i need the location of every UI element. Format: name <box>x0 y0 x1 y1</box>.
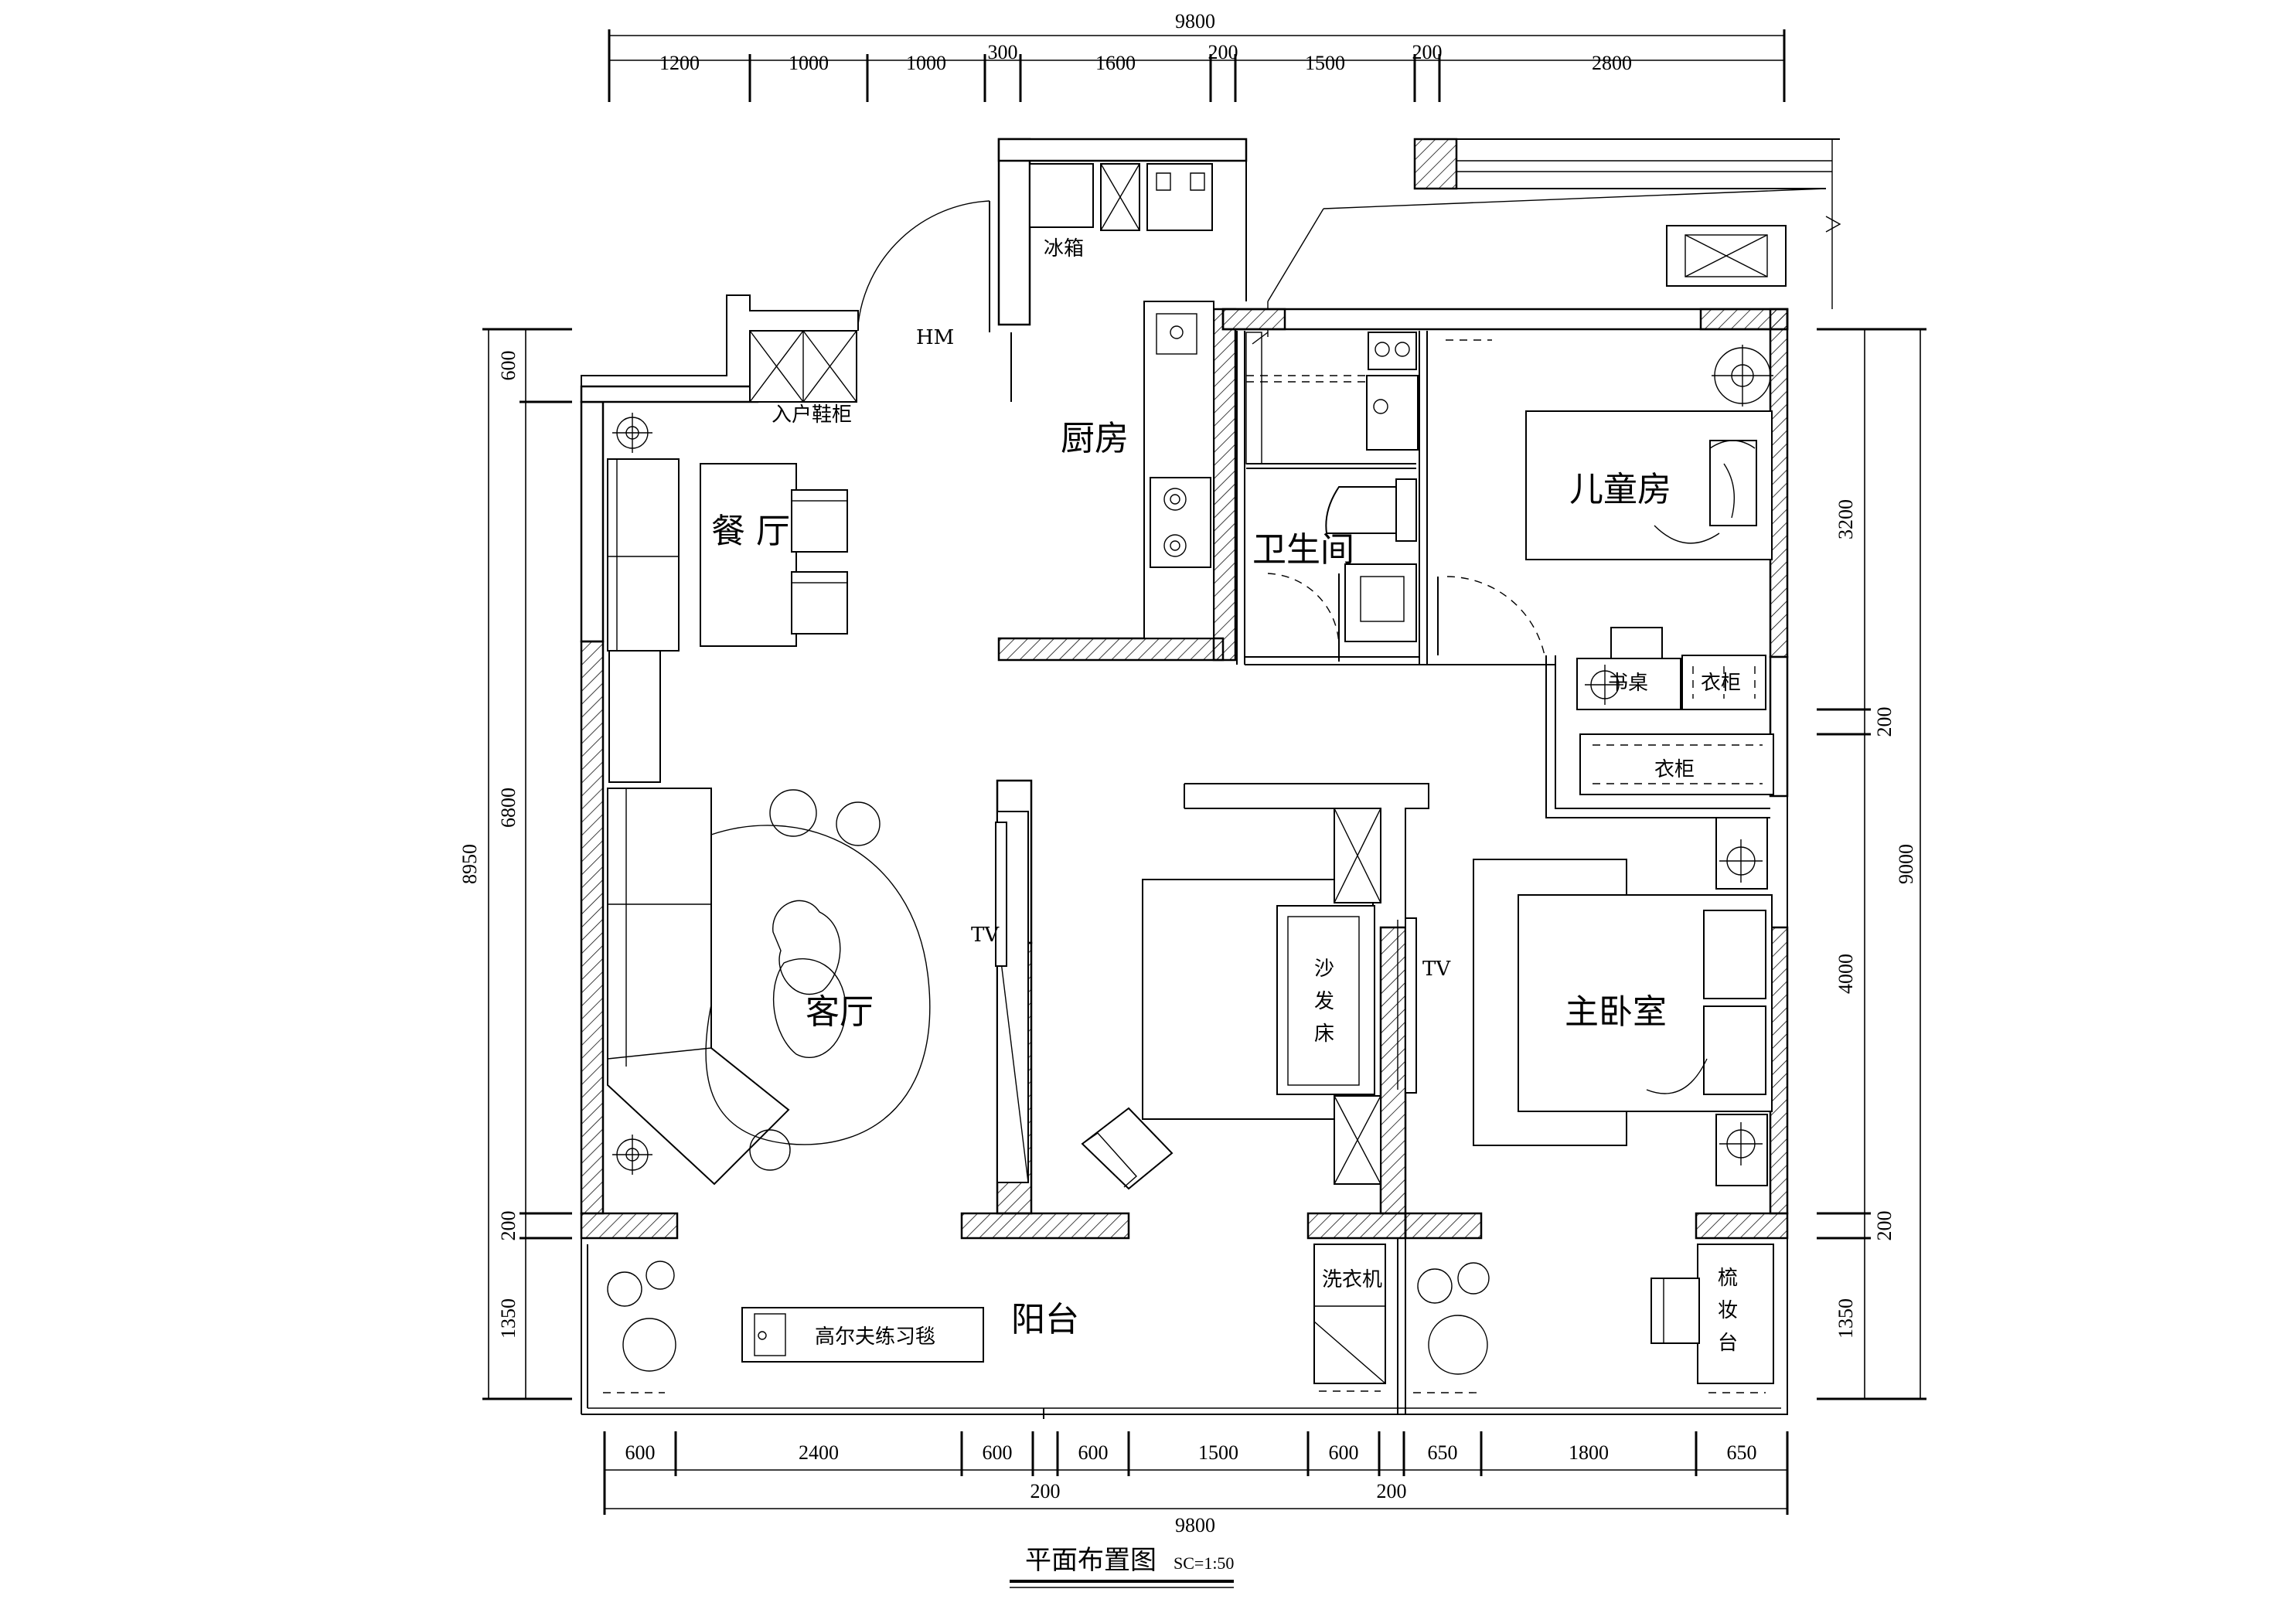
bottom-small-dim-2: 200 <box>1377 1480 1407 1502</box>
scale-text: SC=1:50 <box>1174 1553 1234 1573</box>
sofa-bed-label-1: 沙 <box>1314 958 1334 981</box>
wardrobe-mid-label: 衣柜 <box>1654 758 1695 781</box>
tv-left-label: TV <box>971 924 1000 947</box>
dining-area: 餐 厅 <box>607 413 848 783</box>
tv-right-label: TV <box>1422 958 1451 981</box>
right-dim-4: 200 <box>1873 1211 1896 1241</box>
left-total-dim: 8950 <box>458 844 481 884</box>
dining-label: 餐 厅 <box>711 512 790 551</box>
hm-label: HM <box>916 326 954 349</box>
bottom-dimension-group: 600 2400 600 600 1500 600 650 1800 650 2… <box>603 1431 1789 1536</box>
living-area: 客厅 <box>607 788 931 1186</box>
walls <box>580 138 1841 1419</box>
dresser-label-1: 梳 <box>1718 1267 1738 1290</box>
left-dim-3: 200 <box>497 1211 519 1241</box>
top-dim-7: 1500 <box>1305 52 1345 74</box>
balcony-label: 阳台 <box>1011 1300 1079 1339</box>
drawing-title: 平面布置图 SC=1:50 <box>1010 1545 1234 1588</box>
ac-unit <box>1666 225 1787 287</box>
tv-wall-left: TV <box>971 811 1029 1183</box>
bottom-dim-8: 1800 <box>1569 1441 1609 1464</box>
shoe-cabinet: 入户鞋柜 <box>749 330 857 427</box>
top-dim-4: 300 <box>988 41 1018 63</box>
sofa-bed-label-3: 床 <box>1314 1022 1334 1046</box>
wardrobe-top-label: 衣柜 <box>1701 672 1741 695</box>
washer-label: 洗衣机 <box>1322 1268 1382 1291</box>
shoe-cabinet-label: 入户鞋柜 <box>772 403 852 427</box>
left-dim-1: 600 <box>497 351 519 381</box>
balcony-area: 高尔夫练习毯 阳台 洗衣机 梳 妆 台 <box>587 1244 1774 1408</box>
left-dim-4: 1350 <box>497 1298 519 1339</box>
desk-label: 书桌 <box>1608 672 1648 695</box>
right-dim-2: 200 <box>1873 707 1896 737</box>
bottom-dim-3: 600 <box>983 1441 1013 1464</box>
bottom-dim-9: 650 <box>1727 1441 1757 1464</box>
top-dim-9: 2800 <box>1592 52 1632 74</box>
top-dim-3: 1000 <box>906 52 946 74</box>
kitchen-label: 厨房 <box>1061 419 1129 458</box>
bottom-dim-4: 600 <box>1078 1441 1109 1464</box>
fridge-label: 冰箱 <box>1044 237 1084 260</box>
master-bedroom: 主卧室 TV <box>1397 817 1773 1186</box>
bottom-small-dim-1: 200 <box>1030 1480 1061 1502</box>
right-dim-1: 3200 <box>1834 499 1857 539</box>
bottom-dim-2: 2400 <box>799 1441 839 1464</box>
right-dim-5: 1350 <box>1834 1298 1857 1339</box>
top-dimension-group: 9800 1200 1000 1000 300 1600 200 1500 20… <box>608 10 1786 102</box>
left-dimension-group: 8950 600 6800 200 1350 <box>458 328 572 1400</box>
top-dim-1: 1200 <box>659 52 700 74</box>
entrance-door: HM <box>857 200 1030 402</box>
kids-room-label: 儿童房 <box>1569 470 1671 509</box>
bathroom-fixtures: 卫生间 <box>1245 332 1419 662</box>
bottom-dim-7: 650 <box>1428 1441 1458 1464</box>
left-dim-2: 6800 <box>497 788 519 828</box>
right-dim-3: 4000 <box>1834 954 1857 994</box>
top-dim-8: 200 <box>1412 41 1443 63</box>
top-dim-6: 200 <box>1208 41 1238 63</box>
top-dim-5: 1600 <box>1095 52 1136 74</box>
living-label: 客厅 <box>806 992 874 1032</box>
bathroom-label: 卫生间 <box>1252 530 1354 570</box>
mid-wardrobe: 衣柜 <box>1579 733 1774 795</box>
dresser-label-2: 妆 <box>1718 1299 1738 1322</box>
right-dimension-group: 3200 200 4000 200 1350 9000 <box>1817 328 1926 1400</box>
right-total-dim: 9000 <box>1895 844 1917 884</box>
dresser-label-3: 台 <box>1718 1332 1738 1355</box>
sofa-bed-area: 沙 发 床 <box>1081 808 1381 1190</box>
top-dim-2: 1000 <box>789 52 829 74</box>
sofa-bed-label-2: 发 <box>1314 990 1334 1013</box>
bottom-total-dim: 9800 <box>1175 1514 1215 1536</box>
bottom-dim-1: 600 <box>625 1441 656 1464</box>
title-text: 平面布置图 <box>1025 1545 1157 1576</box>
golf-mat-label: 高尔夫练习毯 <box>815 1325 935 1349</box>
bottom-dim-5: 1500 <box>1198 1441 1238 1464</box>
kitchen-fixtures: 冰箱 厨房 <box>1029 163 1214 639</box>
bottom-dim-6: 600 <box>1329 1441 1359 1464</box>
kids-room: 书桌 衣柜 儿童房 <box>1437 339 1773 710</box>
top-total-dim: 9800 <box>1175 10 1215 32</box>
master-bedroom-label: 主卧室 <box>1565 992 1667 1032</box>
